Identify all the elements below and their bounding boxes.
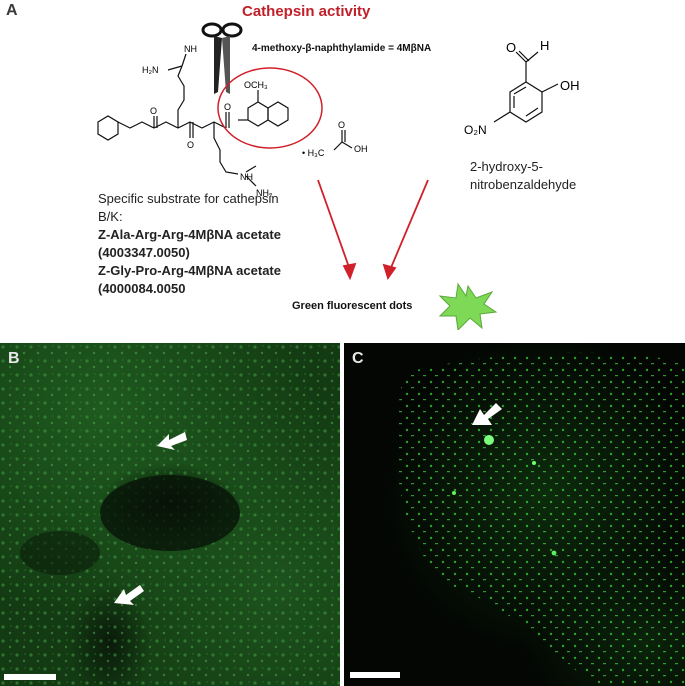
reaction-arrows xyxy=(317,179,429,281)
acetate-oh: OH xyxy=(354,144,368,154)
aldehyde-h: H xyxy=(540,38,549,53)
compound-name-line-1: 2-hydroxy-5- xyxy=(470,159,543,174)
caption-line-4: (4003347.0050) xyxy=(98,245,190,260)
compound-name-line-2: nitrobenzaldehyde xyxy=(470,177,577,192)
naphthalene-ring-1 xyxy=(247,101,269,127)
atom-nh-top: NH xyxy=(184,44,197,54)
caption-line-2: B/K: xyxy=(98,209,123,224)
micrograph-b-texture xyxy=(0,343,340,686)
green-fluorescent-dots-label: Green fluorescent dots xyxy=(292,300,413,312)
micrograph-b xyxy=(0,343,340,686)
cleavage-site-circle xyxy=(217,67,323,149)
benzyl-ring xyxy=(97,115,119,141)
scale-bar-c xyxy=(350,672,400,678)
aldehyde-o: O xyxy=(506,40,516,55)
caption-line-1: Specific substrate for cathepsin xyxy=(98,191,279,206)
cathepsin-activity-title: Cathepsin activity xyxy=(242,3,371,20)
caption-line-6: (4000084.0050 xyxy=(98,281,186,296)
caption-line-5: Z-Gly-Pro-Arg-4MβNA acetate xyxy=(98,263,281,278)
acetate-h3c: • H₃C xyxy=(302,148,325,158)
acetate-o: O xyxy=(338,120,345,130)
panel-b-letter: B xyxy=(8,350,20,367)
substrate-caption: Specific substrate for cathepsin B/K: Z-… xyxy=(98,190,338,298)
scissors-icon xyxy=(201,22,243,94)
arrow-icon-c xyxy=(472,403,502,425)
atom-h2n: H₂N xyxy=(142,65,159,75)
atom-och3: OCH₃ xyxy=(244,80,268,90)
caption-line-3: Z-Ala-Arg-Arg-4MβNA acetate xyxy=(98,227,281,242)
atom-o-2: O xyxy=(187,140,194,150)
naphthalene-ring-2 xyxy=(267,101,289,127)
scale-bar-b xyxy=(4,674,56,680)
micrograph-c xyxy=(344,343,685,686)
micrograph-c-texture xyxy=(396,352,685,686)
substrate-structure: H₂N NH O O O OCH₃ NH NH₂ • H₃C OH O O H … xyxy=(97,22,580,330)
atom-nh2: NH₂ xyxy=(256,188,273,198)
atom-o-1: O xyxy=(150,106,157,116)
green-fluorescent-star-icon xyxy=(438,282,498,330)
atom-nh-bottom: NH xyxy=(240,172,253,182)
mbna-definition: 4-methoxy-β-naphthylamide = 4MβNA xyxy=(252,43,432,54)
phenol-oh: OH xyxy=(560,78,580,93)
panel-c-letter: C xyxy=(352,350,364,367)
nitro-o2n: O₂N xyxy=(464,123,487,137)
atom-o-3: O xyxy=(224,102,231,112)
panel-a-letter: A xyxy=(6,2,18,19)
arrow-icon-b2 xyxy=(114,585,144,605)
arrow-icon-b1 xyxy=(157,432,187,450)
compound-name: 2-hydroxy-5- nitrobenzaldehyde xyxy=(470,158,576,194)
